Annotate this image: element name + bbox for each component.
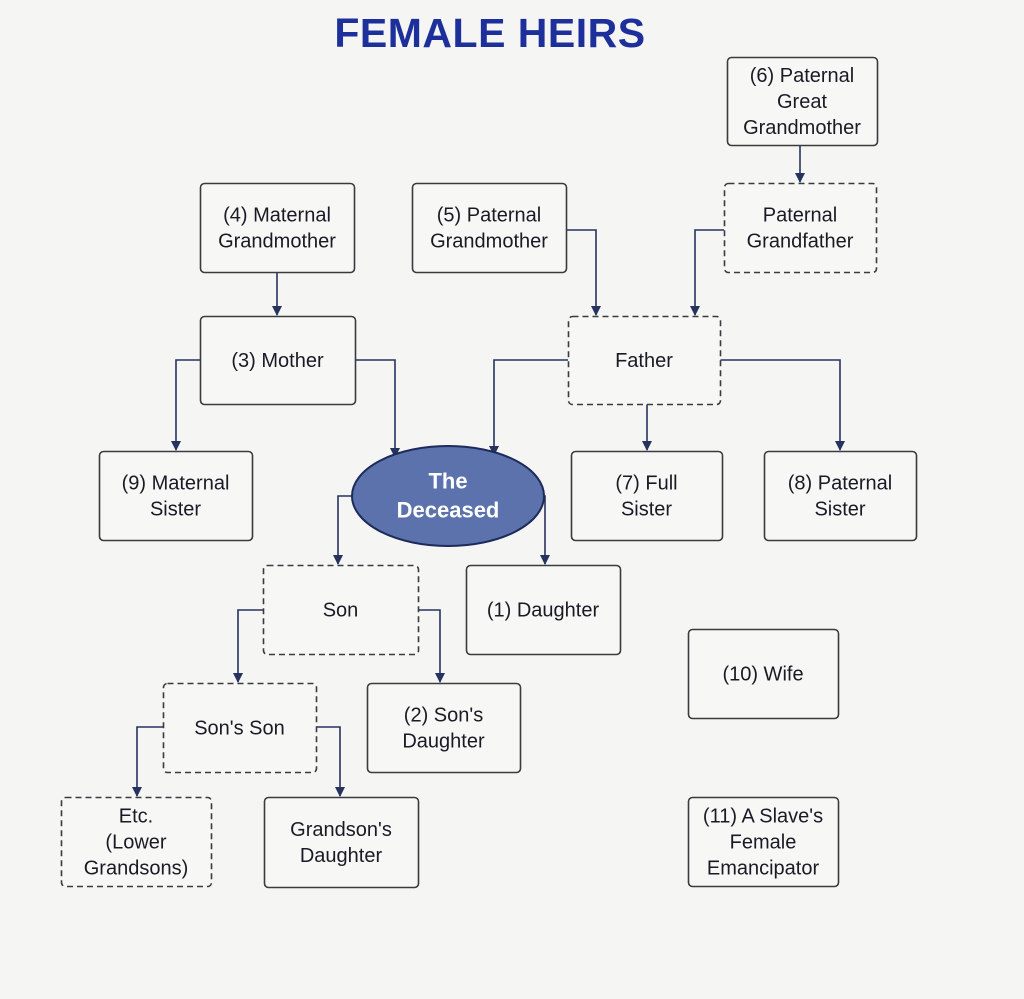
node-box	[263, 796, 420, 889]
deceased-ellipse	[351, 445, 545, 547]
node-label: (5) Paternal	[437, 205, 542, 227]
arrow-paternal-grandmother-to-father	[566, 229, 601, 316]
node-son: Son	[262, 564, 420, 656]
node-label: Father	[615, 350, 673, 372]
node-label: Paternal	[763, 205, 838, 227]
node-box	[723, 182, 878, 274]
node-sons-son: Son's Son	[162, 682, 318, 774]
arrow-deceased-to-son	[333, 495, 355, 565]
node-box	[60, 796, 213, 888]
arrow-father-to-deceased	[489, 359, 568, 456]
arrow-son-to-sons-son	[233, 609, 263, 683]
node-box	[411, 182, 568, 274]
node-wife: (10) Wife	[687, 628, 840, 720]
node-label: (4) Maternal	[223, 205, 331, 227]
node-label: Sister	[814, 499, 865, 521]
arrow-father-to-paternal-sister	[720, 359, 845, 451]
node-box	[199, 315, 357, 406]
node-box	[162, 682, 318, 774]
node-label: (6) Paternal	[750, 65, 855, 87]
node-box	[567, 315, 722, 406]
arrow-son-to-sons-daughter	[418, 609, 445, 683]
node-label: Grandson's	[290, 819, 392, 841]
node-label: Daughter	[300, 845, 383, 867]
node-label: Sister	[150, 499, 201, 521]
diagram-title: FEMALE HEIRS	[334, 10, 646, 56]
node-label: Grandfather	[747, 231, 854, 253]
arrow-paternal-grandfather-to-father	[690, 229, 724, 316]
node-label: Great	[777, 91, 827, 113]
node-father: Father	[567, 315, 722, 406]
node-label: Etc.	[119, 806, 153, 828]
node-box	[687, 628, 840, 720]
node-label: Grandmother	[218, 231, 336, 253]
node-box	[687, 796, 840, 888]
node-mother: (3) Mother	[199, 315, 357, 406]
node-label: (Lower	[105, 832, 166, 854]
node-daughter: (1) Daughter	[465, 564, 622, 656]
node-label: The	[428, 469, 467, 494]
node-label: Son's Son	[194, 718, 285, 740]
node-label: Deceased	[397, 498, 500, 523]
arrow-sons-son-to-grandsons-daughter	[316, 726, 345, 797]
node-label: (10) Wife	[722, 664, 803, 686]
node-box	[570, 450, 724, 542]
node-label: Grandmother	[743, 117, 861, 139]
node-label: (7) Full	[615, 473, 677, 495]
node-box	[98, 450, 254, 542]
node-box	[366, 682, 522, 774]
node-label: Female	[730, 832, 797, 854]
node-label: (1) Daughter	[487, 600, 600, 622]
node-label: Son	[323, 600, 359, 622]
node-box	[465, 564, 622, 656]
node-box	[726, 56, 879, 147]
node-label: (11) A Slave's	[703, 806, 823, 828]
node-label: Emancipator	[707, 858, 820, 880]
node-box	[763, 450, 918, 542]
node-label: (3) Mother	[231, 350, 324, 372]
arrow-mother-to-maternal-sister	[171, 359, 200, 451]
node-label: (8) Paternal	[788, 473, 893, 495]
arrow-mother-to-deceased	[355, 359, 400, 458]
node-box	[199, 182, 356, 274]
node-label: Grandmother	[430, 231, 548, 253]
node-label: (9) Maternal	[122, 473, 230, 495]
node-label: Daughter	[402, 731, 485, 753]
arrow-sons-son-to-lower-grandsons	[132, 726, 163, 797]
node-label: (2) Son's	[404, 705, 483, 727]
node-label: Grandsons)	[84, 858, 189, 880]
node-label: Sister	[621, 499, 672, 521]
node-box	[262, 564, 420, 656]
